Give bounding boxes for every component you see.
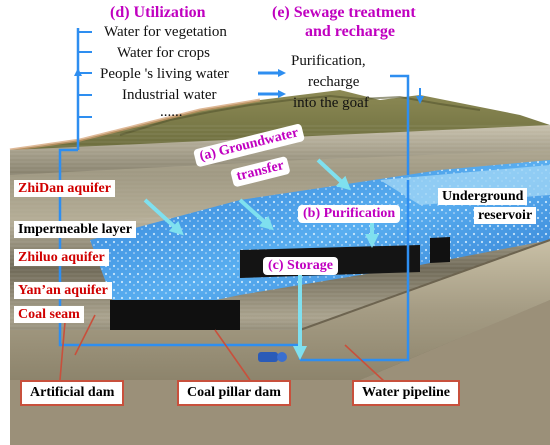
stage-storage: (c) Storage xyxy=(263,257,338,275)
utilization-ticks xyxy=(78,31,92,118)
roadway-floor-lower xyxy=(10,300,550,445)
utilization-item-vegetation: Water for vegetation xyxy=(104,24,227,40)
coal-pillar-block-right xyxy=(430,237,450,263)
stratum-coal-seam: Coal seam xyxy=(14,306,84,324)
arrow-transfer-2 xyxy=(238,198,274,231)
purification-line1: Purification, xyxy=(291,53,366,69)
stratum-yanan: Yan’an aquifer xyxy=(14,282,112,300)
stratum-zhidan: ZhiDan aquifer xyxy=(14,180,115,198)
utilization-item-living: People 's living water xyxy=(100,66,229,82)
pump-motor-icon xyxy=(277,352,287,362)
utilization-item-more: ...... xyxy=(160,104,183,120)
utilization-title: (d) Utilization xyxy=(110,4,206,21)
sewage-title-line1: (e) Sewage treatment xyxy=(272,4,416,21)
callout-water-pipeline: Water pipeline xyxy=(352,380,461,406)
roadway-edge xyxy=(299,239,550,331)
callout-leaders xyxy=(59,314,386,383)
utilization-item-crops: Water for crops xyxy=(117,45,210,61)
pump-icon xyxy=(258,352,278,362)
purification-line3: into the goaf xyxy=(293,95,369,111)
reservoir-label-line2: reservoir xyxy=(474,207,537,225)
sewage-title-line2: and recharge xyxy=(305,23,395,40)
arrow-transfer xyxy=(143,198,184,236)
stratum-zhiluo: Zhiluo aquifer xyxy=(14,249,109,267)
callout-artificial-dam: Artificial dam xyxy=(20,380,125,406)
utilization-item-industrial: Industrial water xyxy=(122,87,217,103)
stage-purification: (b) Purification xyxy=(298,205,401,223)
purification-line2: recharge xyxy=(308,74,360,90)
recharge-pipe xyxy=(300,74,410,362)
arrow-to-purification xyxy=(316,158,351,191)
callout-coal-pillar-dam: Coal pillar dam xyxy=(177,380,291,406)
reservoir-label-line1: Underground xyxy=(438,188,528,206)
stratum-impermeable: Impermeable layer xyxy=(14,221,136,239)
